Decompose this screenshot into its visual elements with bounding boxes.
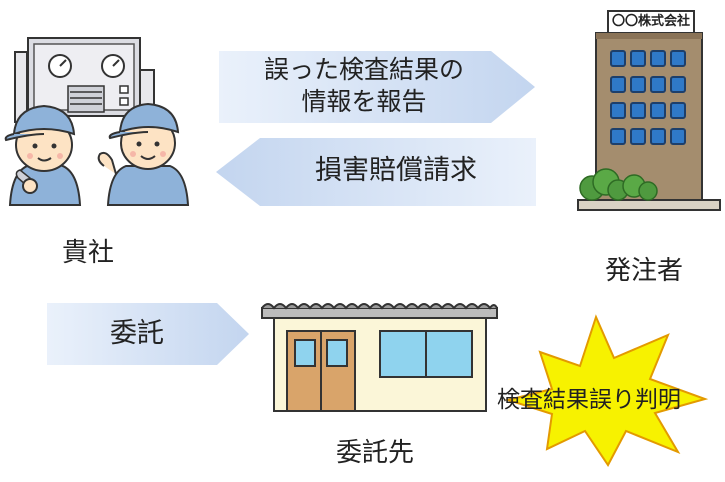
building-window [630,102,646,119]
damages-arrow: 損害賠償請求 [216,138,536,206]
outsource-arrow-shape [47,303,249,365]
worker-left-illustration [4,104,82,206]
report-label-line2: 情報を報告 [301,87,427,116]
building-window [610,50,626,67]
building-window [610,102,626,119]
report-label-line1: 誤った検査結果の [263,55,464,84]
building-window [650,102,666,119]
report-arrow: 誤った検査結果の 情報を報告 [219,51,535,123]
building-windows [610,50,692,170]
factory-machine-illustration [14,37,155,123]
building-window [630,50,646,67]
building-window [650,128,666,145]
alert-burst-shape [504,314,709,467]
building-window [670,50,686,67]
building-window [630,128,646,145]
client-label: 発注者 [605,256,684,286]
outsource-label: 委託 [110,318,164,349]
warehouse-illustration [261,303,498,412]
building-sign-text: 〇〇株式会社 [611,14,690,29]
worker-right-illustration [97,102,190,206]
damages-arrow-shape [216,138,536,206]
building-window [670,102,686,119]
damages-label: 損害賠償請求 [315,155,477,186]
building-window [650,50,666,67]
outsource-arrow: 委託 [47,303,249,365]
building-window [670,128,686,145]
building-window [670,76,686,93]
building-window [630,76,646,93]
subcontractor-label: 委託先 [336,438,415,468]
trees-illustration [579,168,658,201]
inspection-error-found-label: 検査結果誤り判明 [497,387,681,413]
own-company-label: 貴社 [62,238,115,268]
building-window [610,128,626,145]
report-arrow-shape [219,51,535,123]
building-window [610,76,626,93]
building-window [650,76,666,93]
